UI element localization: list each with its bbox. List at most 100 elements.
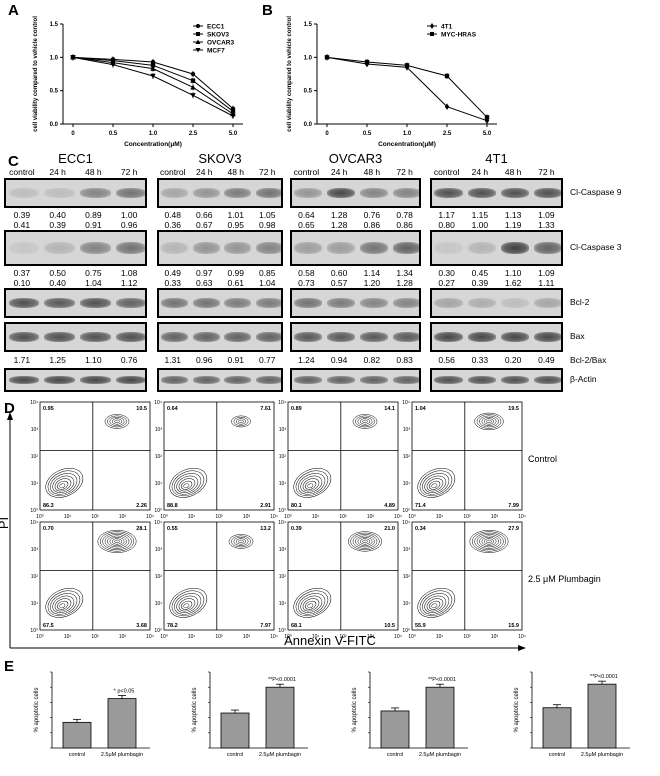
contour-ring: [293, 467, 332, 498]
protein-band: [500, 375, 530, 385]
quadrant-upper-left-value: 0.89: [291, 406, 302, 412]
legend-marker: [196, 32, 200, 36]
x-tick-label: 10⁰: [408, 514, 416, 520]
x-tick-label: 10²: [339, 514, 347, 520]
protein-band: [224, 187, 252, 199]
y-tick-label: 10¹: [403, 481, 411, 487]
category-label: 2.5μM plumbagin: [259, 752, 301, 758]
quadrant-upper-left-value: 0.70: [43, 526, 54, 532]
panel-label-a: A: [8, 2, 19, 19]
arrow-head-icon: [518, 645, 526, 651]
protein-band: [500, 331, 530, 343]
densitometry-value: 1.28: [330, 220, 348, 230]
data-point-myc-hras: [324, 55, 330, 60]
contour-ring: [104, 534, 130, 549]
contour-ring: [476, 414, 502, 429]
protein-band: [80, 375, 111, 385]
protein-band: [534, 297, 561, 309]
y-tick-label: 10⁰: [278, 508, 286, 514]
x-tick-label: 10⁴: [394, 634, 402, 640]
x-tick-label: 10⁰: [408, 634, 416, 640]
quadrant-lower-left-value: 80.1: [291, 503, 302, 509]
densitometry-value: 0.96: [120, 220, 138, 230]
densitometry-value: 0.36: [164, 220, 182, 230]
densitometry-value: 0.49: [164, 268, 182, 278]
category-label: control: [227, 752, 244, 758]
protein-band: [255, 375, 281, 385]
contour-ring: [176, 475, 199, 493]
quadrant-upper-left-value: 0.34: [415, 526, 427, 532]
contour-ring: [471, 531, 507, 552]
protein-band: [8, 187, 40, 199]
x-tick-label: 10²: [463, 634, 471, 640]
contour-ring: [429, 480, 441, 490]
contour-ring: [169, 587, 208, 618]
legend-label: 4T1: [441, 24, 453, 31]
contour-ring: [104, 414, 130, 429]
y-tick-label: 10⁰: [154, 628, 162, 634]
legend-marker: [195, 48, 201, 53]
densitometry-value: 0.76: [120, 355, 138, 365]
contour-ring: [357, 536, 373, 546]
legend-label: MYC-HRAS: [441, 32, 477, 39]
quadrant-lower-right-value: 7.99: [508, 503, 519, 509]
arrow-head-icon: [7, 412, 13, 420]
contour-ring: [302, 598, 320, 612]
x-tick-label: 10⁴: [270, 514, 278, 520]
contour-ring: [422, 473, 450, 495]
protein-band: [294, 241, 323, 255]
quadrant-upper-right-value: 13.2: [260, 526, 271, 532]
quadrant-upper-left-value: 1.04: [415, 406, 427, 412]
x-axis-label: Concentration(μM): [124, 141, 182, 148]
densitometry-value: 1.28: [396, 278, 413, 288]
y-tick-label: 10⁰: [30, 508, 38, 514]
data-point-4t1: [484, 117, 490, 124]
x-tick-label: 10¹: [64, 514, 72, 520]
data-point-myc-hras: [444, 73, 450, 79]
bar: [587, 683, 617, 749]
y-tick-label: 0.5: [50, 89, 59, 95]
contour-ring: [298, 473, 326, 495]
bar: [425, 686, 455, 749]
protein-band: [80, 297, 111, 309]
protein-band: [500, 241, 530, 255]
blot-strip: [430, 230, 563, 266]
y-tick-label: 10¹: [403, 601, 411, 607]
blot-strip: [290, 368, 421, 392]
cell-line-title: OVCAR3: [328, 151, 383, 166]
protein-band: [500, 187, 530, 199]
x-tick-label: 10³: [243, 514, 251, 520]
contour-ring: [59, 483, 66, 489]
contour-ring: [107, 415, 127, 428]
protein-band: [115, 331, 145, 343]
y-tick-label: 0.0: [50, 122, 59, 128]
category-label: 2.5μM plumbagin: [419, 752, 461, 758]
quadrant-lower-right-value: 2.26: [136, 503, 147, 509]
densitometry-value: 0.56: [438, 355, 455, 365]
timepoint-label: 48 h: [363, 167, 381, 177]
densitometry-value: 1.11: [538, 278, 555, 288]
timepoint-label: control: [293, 167, 320, 177]
y-tick-label: 10²: [31, 454, 39, 460]
quadrant-lower-left-value: 78.2: [167, 623, 178, 629]
flow-plot-frame: [39, 401, 151, 511]
protein-band: [392, 297, 419, 309]
contour-ring: [109, 536, 125, 546]
y-axis-label: % apoptotic cells: [192, 687, 198, 732]
protein-band: [467, 297, 496, 309]
densitometry-value: 0.86: [396, 220, 413, 230]
densitometry-value: 0.99: [227, 268, 245, 278]
densitometry-value: 1.09: [538, 268, 555, 278]
protein-band: [467, 187, 496, 199]
densitometry-value: 0.63: [195, 278, 213, 288]
protein-band: [8, 375, 40, 385]
densitometry-value: 0.27: [438, 278, 455, 288]
y-tick-label: 1.0: [304, 55, 313, 61]
contour-ring: [298, 593, 326, 615]
protein-band: [434, 297, 463, 309]
densitometry-value: 0.64: [298, 210, 315, 220]
quadrant-upper-right-value: 14.1: [384, 406, 395, 412]
y-tick-label: 10³: [279, 547, 287, 553]
contour-ring: [417, 467, 456, 498]
